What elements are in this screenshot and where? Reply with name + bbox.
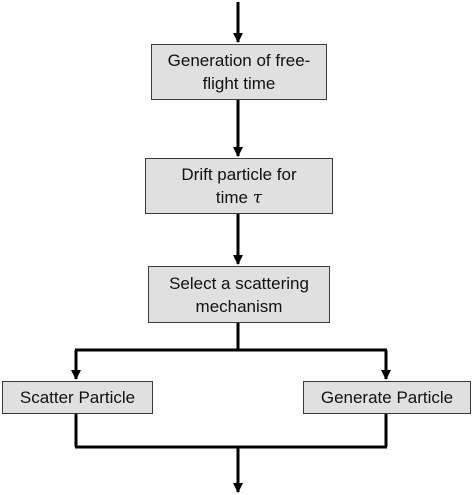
scatter-particle-box: Scatter Particle: [2, 381, 153, 414]
select-mechanism-box: Select a scattering mechanism: [148, 266, 330, 323]
scatter-label: Scatter Particle: [19, 388, 136, 407]
generation-label-line1: Generation of free-: [167, 51, 311, 70]
drift-label: Drift particle for time τ: [181, 163, 296, 210]
drift-label-line1: Drift particle for: [181, 164, 297, 184]
select-label: Select a scattering mechanism: [169, 272, 309, 318]
select-label-line1: Select a scattering: [169, 273, 309, 293]
generate-label: Generate Particle: [320, 388, 454, 407]
drift-box: Drift particle for time τ: [145, 158, 333, 214]
select-label-line2: mechanism: [195, 296, 283, 316]
drift-label-time-word: time: [215, 187, 248, 207]
tau-symbol: τ: [252, 187, 263, 208]
drift-label-line2: time τ: [181, 186, 296, 210]
generation-box: Generation of free- flight time: [151, 44, 327, 100]
generate-particle-box: Generate Particle: [303, 381, 471, 414]
generation-label-line2: flight time: [202, 74, 276, 93]
generation-label: Generation of free- flight time: [168, 49, 311, 95]
